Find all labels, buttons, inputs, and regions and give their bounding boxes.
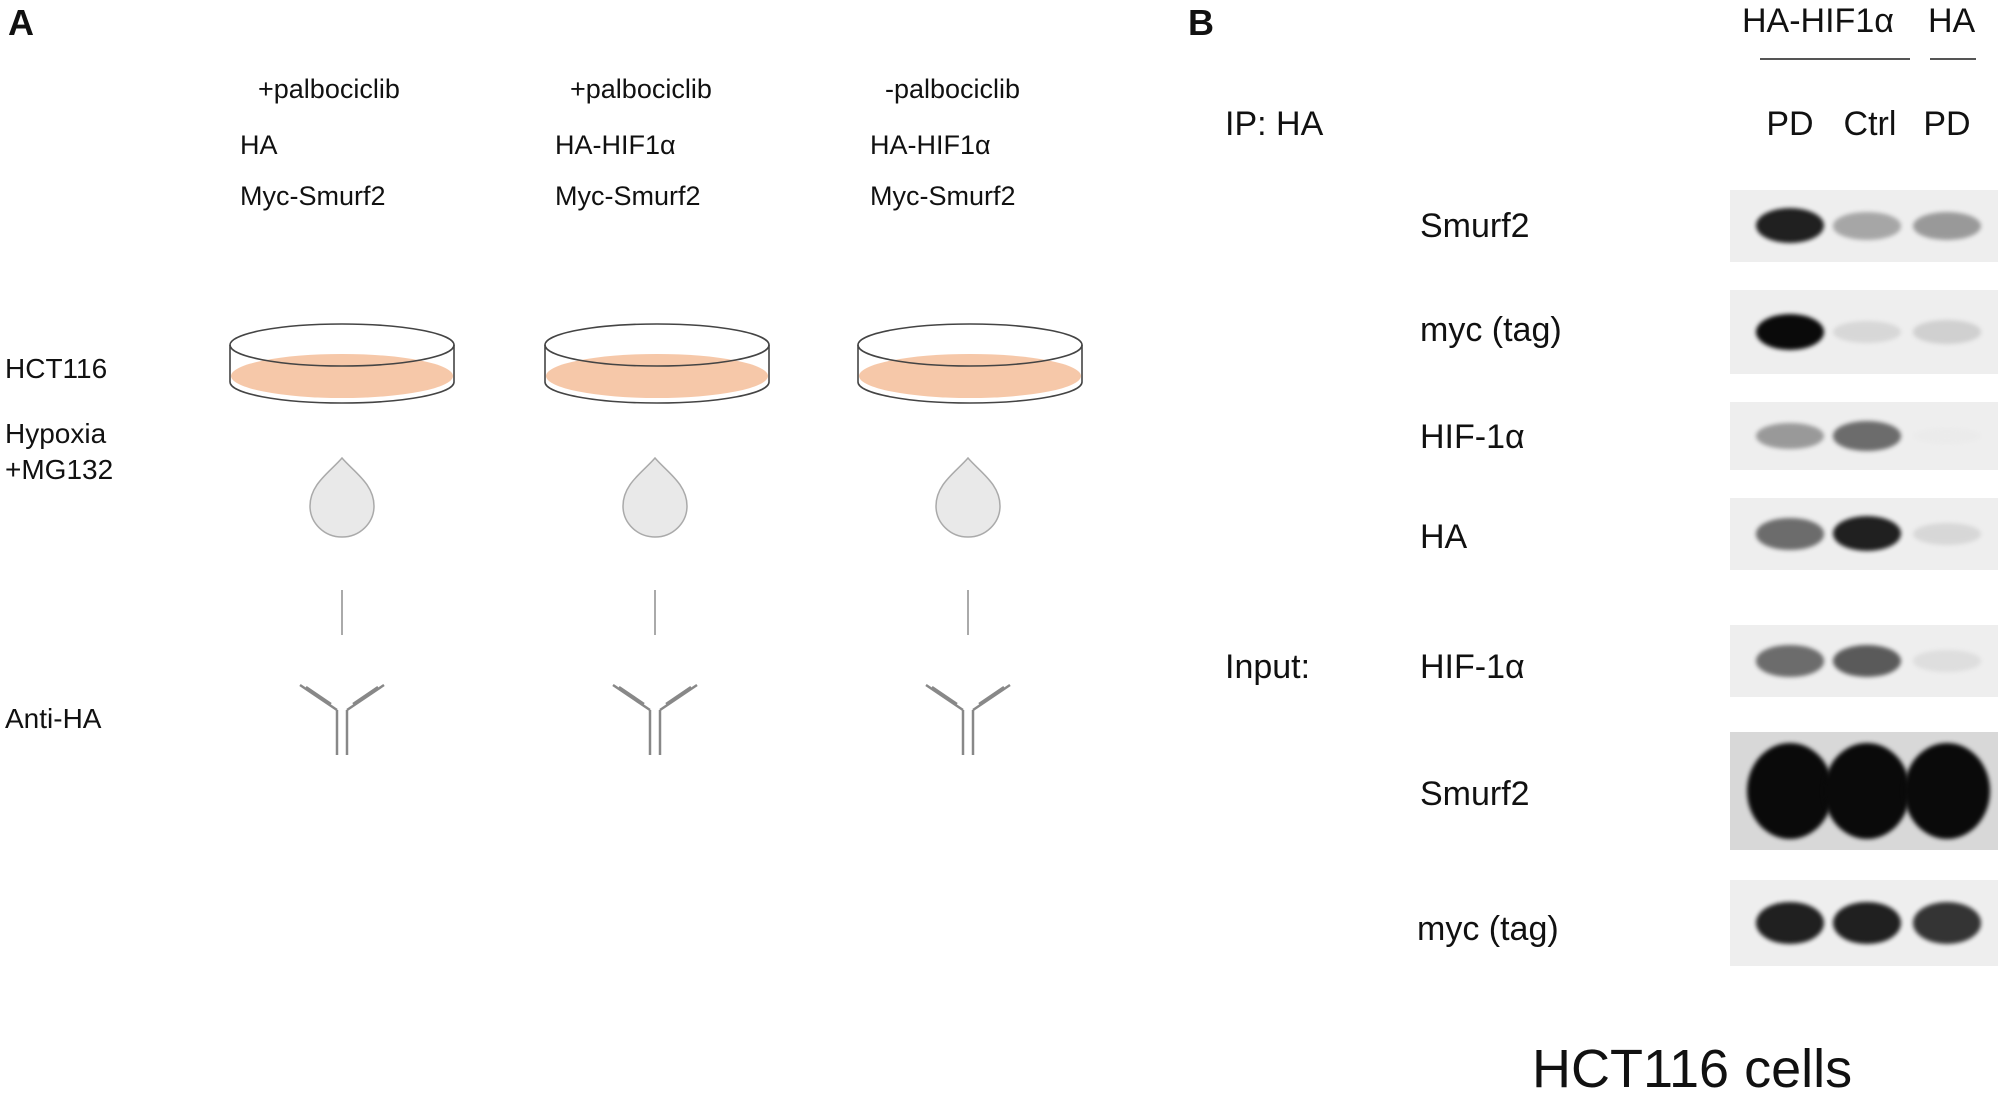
culture-dish-icon [544, 323, 770, 404]
drop-icon [309, 456, 375, 538]
lane-label-1: PD [1766, 105, 1814, 143]
antibody-icon [612, 683, 698, 755]
condition-3-treatment: -palbociclib [885, 74, 1021, 104]
group-label-ha: HA [1928, 2, 1976, 40]
panel-a-letter: A [8, 2, 34, 43]
condition-1-treatment: +palbociclib [258, 74, 400, 104]
condition-2-treatment: +palbociclib [570, 74, 712, 104]
blot-strip-ip-hif1a [1730, 402, 1998, 470]
blot-label-ip-hif1a: HIF-1α [1420, 418, 1525, 456]
antibody-icon [299, 683, 385, 755]
blot-band [1833, 320, 1901, 344]
blot-strip-ip-ha [1730, 498, 1998, 570]
panel-b-letter: B [1188, 2, 1214, 43]
blot-band [1913, 902, 1981, 944]
blot-strip-ip-myc [1730, 290, 1998, 374]
input-label: Input: [1225, 648, 1311, 686]
antibody-icon [925, 683, 1011, 755]
condition-2-construct: HA-HIF1α [555, 130, 676, 160]
group-line-ha [1930, 58, 1976, 60]
blot-strip-input-hif1a [1730, 625, 1998, 697]
blot-label-ip-myc: myc (tag) [1420, 311, 1562, 349]
blot-band [1833, 644, 1901, 677]
condition-1-construct: HA [240, 130, 278, 160]
drop-icon [622, 456, 688, 538]
panel-a-illustration [229, 323, 1083, 755]
row-label-antibody: Anti-HA [5, 703, 102, 734]
blot-band [1747, 743, 1833, 839]
blot-band [1756, 645, 1824, 677]
blot-label-ip-ha: HA [1420, 518, 1468, 556]
figure-caption: HCT116 cells [1532, 1039, 1853, 1099]
lane-label-3: PD [1923, 105, 1971, 143]
blot-label-input-myc: myc (tag) [1417, 910, 1559, 948]
condition-2-partner: Myc-Smurf2 [555, 181, 701, 211]
row-label-cells: HCT116 [5, 353, 108, 384]
condition-1-partner: Myc-Smurf2 [240, 181, 386, 211]
group-line-ha-hif1a [1760, 58, 1910, 60]
blot-band [1913, 650, 1981, 672]
blot-strip-input-smurf2 [1730, 732, 1998, 850]
row-label-treatment-2: +MG132 [5, 454, 114, 485]
blot-strip-ip-smurf2 [1730, 190, 1998, 262]
group-label-ha-hif1a: HA-HIF1α [1742, 2, 1894, 40]
blot-band [1833, 901, 1901, 945]
blot-strip-input-myc [1730, 880, 1998, 966]
lane-label-2: Ctrl [1843, 105, 1897, 143]
blot-band [1756, 422, 1824, 450]
culture-dish-icon [857, 323, 1083, 404]
ip-label: IP: HA [1225, 105, 1324, 143]
blot-band [1756, 901, 1824, 945]
blot-band [1833, 516, 1901, 552]
condition-3-partner: Myc-Smurf2 [870, 181, 1016, 211]
blot-band [1756, 518, 1824, 550]
blot-band [1833, 421, 1901, 451]
condition-3-construct: HA-HIF1α [870, 130, 991, 160]
blot-band [1756, 314, 1824, 350]
blot-band [1824, 743, 1910, 839]
blot-band [1913, 427, 1981, 445]
blot-band [1904, 743, 1990, 839]
row-label-treatment-1: Hypoxia [5, 418, 107, 449]
blot-band [1913, 522, 1981, 546]
blot-label-input-smurf2: Smurf2 [1420, 775, 1530, 813]
blot-label-ip-smurf2: Smurf2 [1420, 207, 1530, 245]
blot-band [1833, 212, 1901, 240]
blot-label-input-hif1a: HIF-1α [1420, 648, 1525, 686]
blot-band [1913, 320, 1981, 344]
blot-band [1756, 208, 1824, 244]
drop-icon [935, 456, 1001, 538]
culture-dish-icon [229, 323, 455, 404]
blot-band [1913, 211, 1981, 241]
